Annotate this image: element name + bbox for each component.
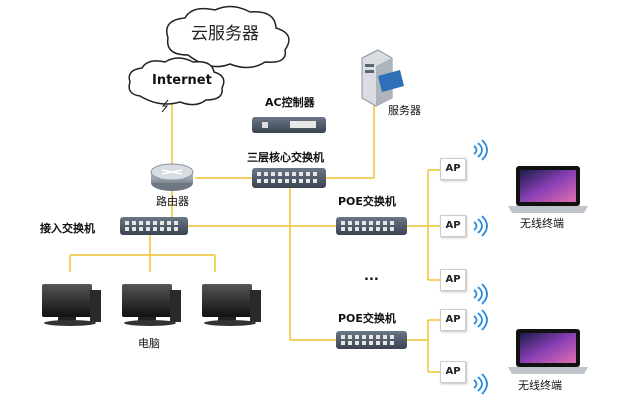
poe-switch-top-label: POE交换机 <box>338 195 396 208</box>
wifi-icon <box>473 215 488 237</box>
laptop-icon <box>508 329 588 374</box>
wifi-icon <box>473 283 488 305</box>
core-switch-icon <box>252 168 326 188</box>
pc-icon <box>42 284 101 326</box>
server-label: 服务器 <box>388 104 421 117</box>
access-switch-label: 接入交换机 <box>40 222 95 235</box>
wifi-icon <box>473 309 488 331</box>
pc-icon <box>122 284 181 326</box>
cloud-service-label: 云服务器 <box>191 24 259 44</box>
poe-switch-top-icon <box>336 217 407 235</box>
ac-controller-icon <box>252 117 326 133</box>
router-icon <box>150 163 194 191</box>
poe-switch-bottom-icon <box>336 331 407 349</box>
pc-icon <box>202 284 261 326</box>
computers-label: 电脑 <box>138 337 160 350</box>
access-point: AP <box>440 215 466 237</box>
access-point: AP <box>440 361 466 383</box>
wireless-terminal-top-label: 无线终端 <box>520 217 564 230</box>
access-point: AP <box>440 269 466 291</box>
ellipsis-label: ... <box>364 269 379 284</box>
router-label: 路由器 <box>156 195 189 208</box>
internet-cloud-icon <box>128 57 225 106</box>
access-point: AP <box>440 158 466 180</box>
lightning-icon <box>161 99 169 113</box>
access-point: AP <box>440 309 466 331</box>
poe-switch-bottom-label: POE交换机 <box>338 312 396 325</box>
cloud-icon <box>166 5 290 69</box>
server-icon <box>361 49 404 107</box>
core-switch-label: 三层核心交换机 <box>247 151 324 164</box>
access-switch-icon <box>120 217 188 235</box>
ac-controller-label: AC控制器 <box>265 96 315 109</box>
internet-label: Internet <box>152 73 212 88</box>
wifi-icon <box>473 373 488 395</box>
links <box>69 95 440 373</box>
laptop-icon <box>508 166 588 213</box>
wifi-icon <box>473 139 488 161</box>
wireless-terminal-bottom-label: 无线终端 <box>518 379 562 392</box>
